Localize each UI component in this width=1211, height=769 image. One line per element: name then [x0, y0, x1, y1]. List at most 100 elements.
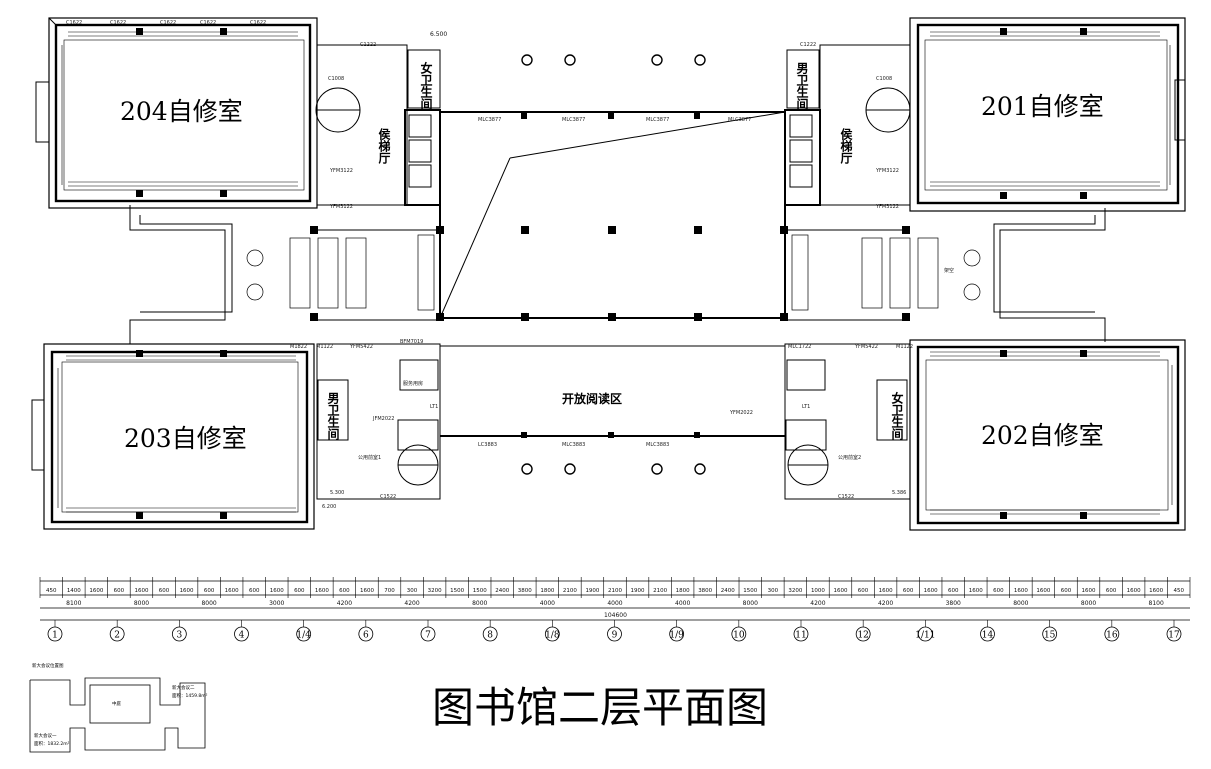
- dim-row1-label: 450: [1173, 588, 1184, 594]
- shelves: [417, 234, 809, 311]
- dim-row1-label: 1500: [743, 588, 757, 594]
- dim-row2-label: 4000: [607, 600, 622, 607]
- left-link: [129, 205, 440, 344]
- dim-row1-label: 1600: [1014, 588, 1028, 594]
- axis-bubble: [1042, 626, 1058, 642]
- dim-row1-label: 600: [159, 588, 170, 594]
- dim-row1-label: 1600: [1127, 588, 1141, 594]
- annot-c1622-d: C1622: [200, 20, 216, 26]
- annot-c1522-b: C1522: [838, 494, 854, 500]
- dim-row1-label: 1500: [450, 588, 464, 594]
- dim-row1-label: 300: [768, 588, 779, 594]
- dim-row1-label: 600: [249, 588, 260, 594]
- dim-row1-label: 1600: [315, 588, 329, 594]
- dim-row1-label: 1900: [585, 588, 599, 594]
- dim-row1-label: 1600: [225, 588, 239, 594]
- axis-bubble: [296, 626, 312, 642]
- axis-bubble: [855, 626, 871, 642]
- dim-row1-label: 1800: [540, 588, 554, 594]
- dim-row1-label: 600: [1061, 588, 1072, 594]
- axis-label: 6: [363, 631, 369, 641]
- axis-label: 2: [114, 631, 120, 641]
- annot-yfm5422-b: YFM5422: [854, 344, 878, 350]
- dimension-lines: [40, 580, 1190, 621]
- dim-row2-label: 4200: [810, 600, 825, 607]
- axis-label: 17: [1168, 631, 1180, 641]
- annot-yfm2022: YFM2022: [729, 410, 753, 416]
- dim-row1-label: 600: [993, 588, 1004, 594]
- dim-row2-label: 4000: [540, 600, 555, 607]
- columns-round: [521, 54, 706, 475]
- dim-row1-label: 600: [903, 588, 914, 594]
- room-201-label: 201自修室: [981, 92, 1104, 121]
- dim-row2-label: 3800: [946, 600, 961, 607]
- annot-c1222-a: C1222: [360, 42, 376, 48]
- axis-label: 4: [239, 631, 245, 641]
- annot-yfm3122-d: YFM3122: [875, 204, 899, 210]
- columns-square: [136, 28, 1087, 519]
- axis-label: 16: [1106, 631, 1118, 641]
- annot-yfm5422-a: YFM5422: [349, 344, 373, 350]
- annot-mlc3877-d: MLC3877: [728, 117, 751, 123]
- dim-row1-label: 1600: [360, 588, 374, 594]
- axis-bubble: [1166, 626, 1182, 642]
- dim-row1-label: 600: [204, 588, 215, 594]
- dim-row1-label: 1600: [924, 588, 938, 594]
- annot-m1822: M1822: [290, 344, 307, 350]
- dim-row1-label: 1600: [833, 588, 847, 594]
- annot-jfm2022: JFM2022: [372, 416, 394, 422]
- public-right-label: 公用前室2: [838, 454, 861, 461]
- axis-label: 11: [795, 631, 806, 641]
- annot-lc3883: LC3883: [478, 442, 497, 448]
- dim-row2-label: 8000: [201, 600, 216, 607]
- annot-c1622-a: C1622: [66, 20, 82, 26]
- dim-row2-label: 8000: [743, 600, 758, 607]
- dim-row2-label: 3000: [269, 600, 284, 607]
- elevator-hall-right-label: 侯梯厅: [839, 127, 853, 165]
- dim-row1-label: 1600: [134, 588, 148, 594]
- axis-label: 1/9: [669, 631, 684, 641]
- axis-bubble: [607, 626, 622, 642]
- dim-row1-label: 600: [339, 588, 350, 594]
- dim-row2-label: 8000: [1013, 600, 1028, 607]
- axis-label: 1/8: [545, 631, 560, 641]
- desk-rows: [57, 31, 1173, 515]
- axis-label: 9: [612, 631, 618, 641]
- wc-male-left-label: 男卫生间: [326, 392, 340, 441]
- annot-bfm7019: BFM7019: [400, 339, 423, 345]
- annot-mlc3877-a: MLC3877: [478, 117, 501, 123]
- annot-mlc1722: MLC1722: [788, 344, 811, 350]
- annot-lt1-b: LT1: [802, 404, 810, 410]
- key-plan-label-a: 新大会议二: [172, 684, 195, 691]
- axis-bubble: [731, 626, 747, 642]
- right-link: [785, 208, 1106, 342]
- dim-row1-label: 1600: [879, 588, 893, 594]
- dim-row1-label: 3200: [788, 588, 802, 594]
- axis-bubble: [980, 626, 995, 642]
- annot-yfm3122-a: YFM3122: [329, 168, 353, 174]
- annot-dim2200: 6.200: [322, 504, 336, 510]
- dim-row1-label: 300: [407, 588, 418, 594]
- dim-row1-label: 2100: [608, 588, 622, 594]
- room-204-label: 204自修室: [120, 97, 243, 126]
- axis-label: 3: [176, 631, 182, 641]
- service-left-label: 服务用房: [403, 380, 423, 387]
- key-plan-label-b: 新大会议一: [34, 732, 57, 739]
- annot-c1222-b: C1222: [800, 42, 816, 48]
- axis-label: 1/4: [296, 631, 311, 641]
- axis-label: 14: [982, 631, 994, 641]
- wc-female-right-label: 女卫生间: [890, 391, 904, 441]
- key-plan-area-b: 面积：1832.2m²: [34, 740, 70, 747]
- axis-bubble: [171, 626, 187, 642]
- axis-label: 7: [425, 631, 431, 641]
- dim-row1-label: 3200: [428, 588, 442, 594]
- annot-mlc3877-c: MLC3877: [646, 117, 669, 123]
- axis-bubble: [482, 626, 498, 642]
- annot-lt1-a: LT1: [430, 404, 438, 410]
- annot-dim5386: 5.386: [892, 490, 906, 496]
- axis-bubble: [358, 626, 374, 642]
- public-left-label: 公用前室1: [358, 454, 381, 461]
- room-202: [909, 339, 1186, 531]
- dim-row1-label: 2100: [563, 588, 577, 594]
